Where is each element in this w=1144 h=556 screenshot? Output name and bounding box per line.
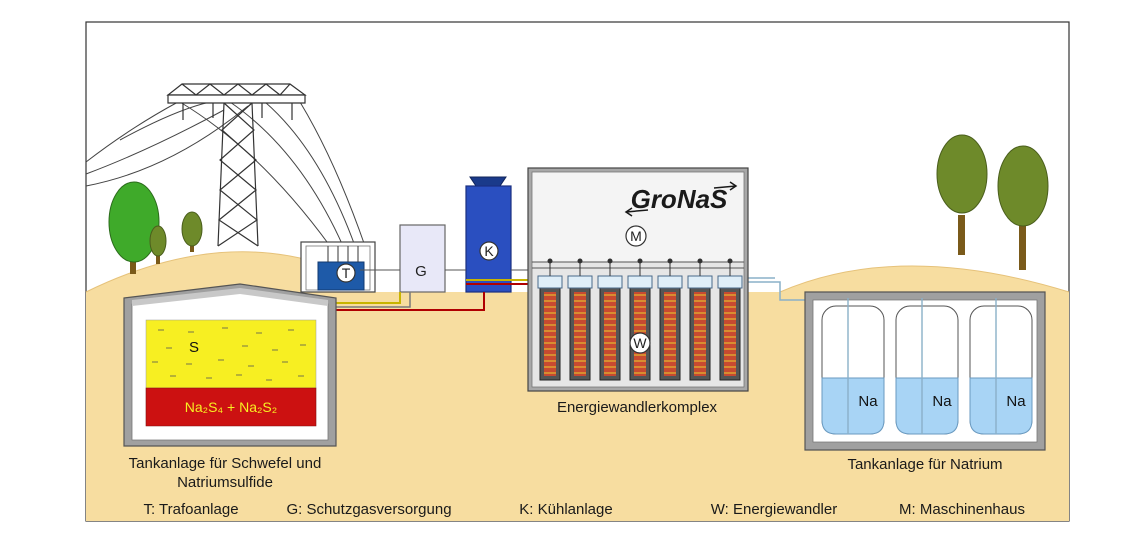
energy-complex-caption: Energiewandlerkomplex <box>557 399 718 416</box>
left-hill <box>85 251 376 293</box>
protective-gas-supply: G <box>399 224 446 293</box>
converter-cell <box>597 258 623 381</box>
sulfide-label: Na₂S₄ + Na₂S₂ <box>185 399 277 415</box>
sulfur-tank-caption-line2: Natriumsulfide <box>177 474 273 491</box>
converter-cells <box>537 258 743 381</box>
tree-right-2 <box>997 145 1049 270</box>
sulfur-label: S <box>189 339 199 356</box>
power-lines <box>85 101 366 247</box>
converter-letter: W <box>633 335 647 351</box>
machine-house-marker <box>625 225 647 247</box>
converter-cell <box>537 258 563 381</box>
sodium-vessel: Na <box>969 298 1033 435</box>
converter-cell <box>717 258 743 381</box>
energy-converter-complex: GroNaS M W <box>527 167 749 392</box>
legend-cooling: K: Kühlanlage <box>519 501 612 518</box>
legend-converter: W: Energiewandler <box>711 501 837 518</box>
sodium-tank-caption: Tankanlage für Natrium <box>847 456 1002 473</box>
right-hill <box>779 265 1070 293</box>
sulfur-tank-caption-line1: Tankanlage für Schwefel und <box>129 455 322 472</box>
tree-left-mid <box>181 211 203 252</box>
sodium-vessel: Na <box>821 298 885 435</box>
logo-arrow-icon <box>713 181 738 191</box>
sodium-vessels: Na Na Na <box>821 298 1033 435</box>
converter-cell <box>567 258 593 381</box>
legend-gas: G: Schutzgasversorgung <box>286 501 451 518</box>
transformer-station: T <box>300 241 376 293</box>
gas-supply-letter: G <box>415 263 427 280</box>
pylon <box>166 83 307 247</box>
sulfur-layer <box>145 319 317 389</box>
sulfur-tank: S Na₂S₄ + Na₂S₂ <box>123 283 337 447</box>
legend-trafo: T: Trafoanlage <box>143 501 238 518</box>
cooling-letter: K <box>484 243 494 259</box>
converter-cell <box>627 258 653 381</box>
machine-house-letter: M <box>630 228 642 244</box>
sodium-tank: Na Na Na <box>804 291 1046 451</box>
transformer-letter: T <box>342 265 351 281</box>
tree-left-small <box>149 225 167 264</box>
legend-machine: M: Maschinenhaus <box>899 501 1025 518</box>
tree-right-1 <box>936 134 988 255</box>
cooling-marker <box>479 241 499 261</box>
sodium-label: Na <box>1006 393 1026 410</box>
sodium-label: Na <box>932 393 952 410</box>
sulfide-layer <box>145 387 317 427</box>
tree-left-large <box>108 181 160 274</box>
cooling-plant: K <box>465 176 512 293</box>
converter-cell <box>687 258 713 381</box>
converter-cell <box>657 258 683 381</box>
sodium-vessel: Na <box>895 298 959 435</box>
transformer-marker <box>336 263 356 283</box>
gronas-logo: GroNaS <box>631 184 728 214</box>
converter-marker <box>629 332 651 354</box>
sodium-label: Na <box>858 393 878 410</box>
logo-arrow-icon <box>624 207 649 217</box>
